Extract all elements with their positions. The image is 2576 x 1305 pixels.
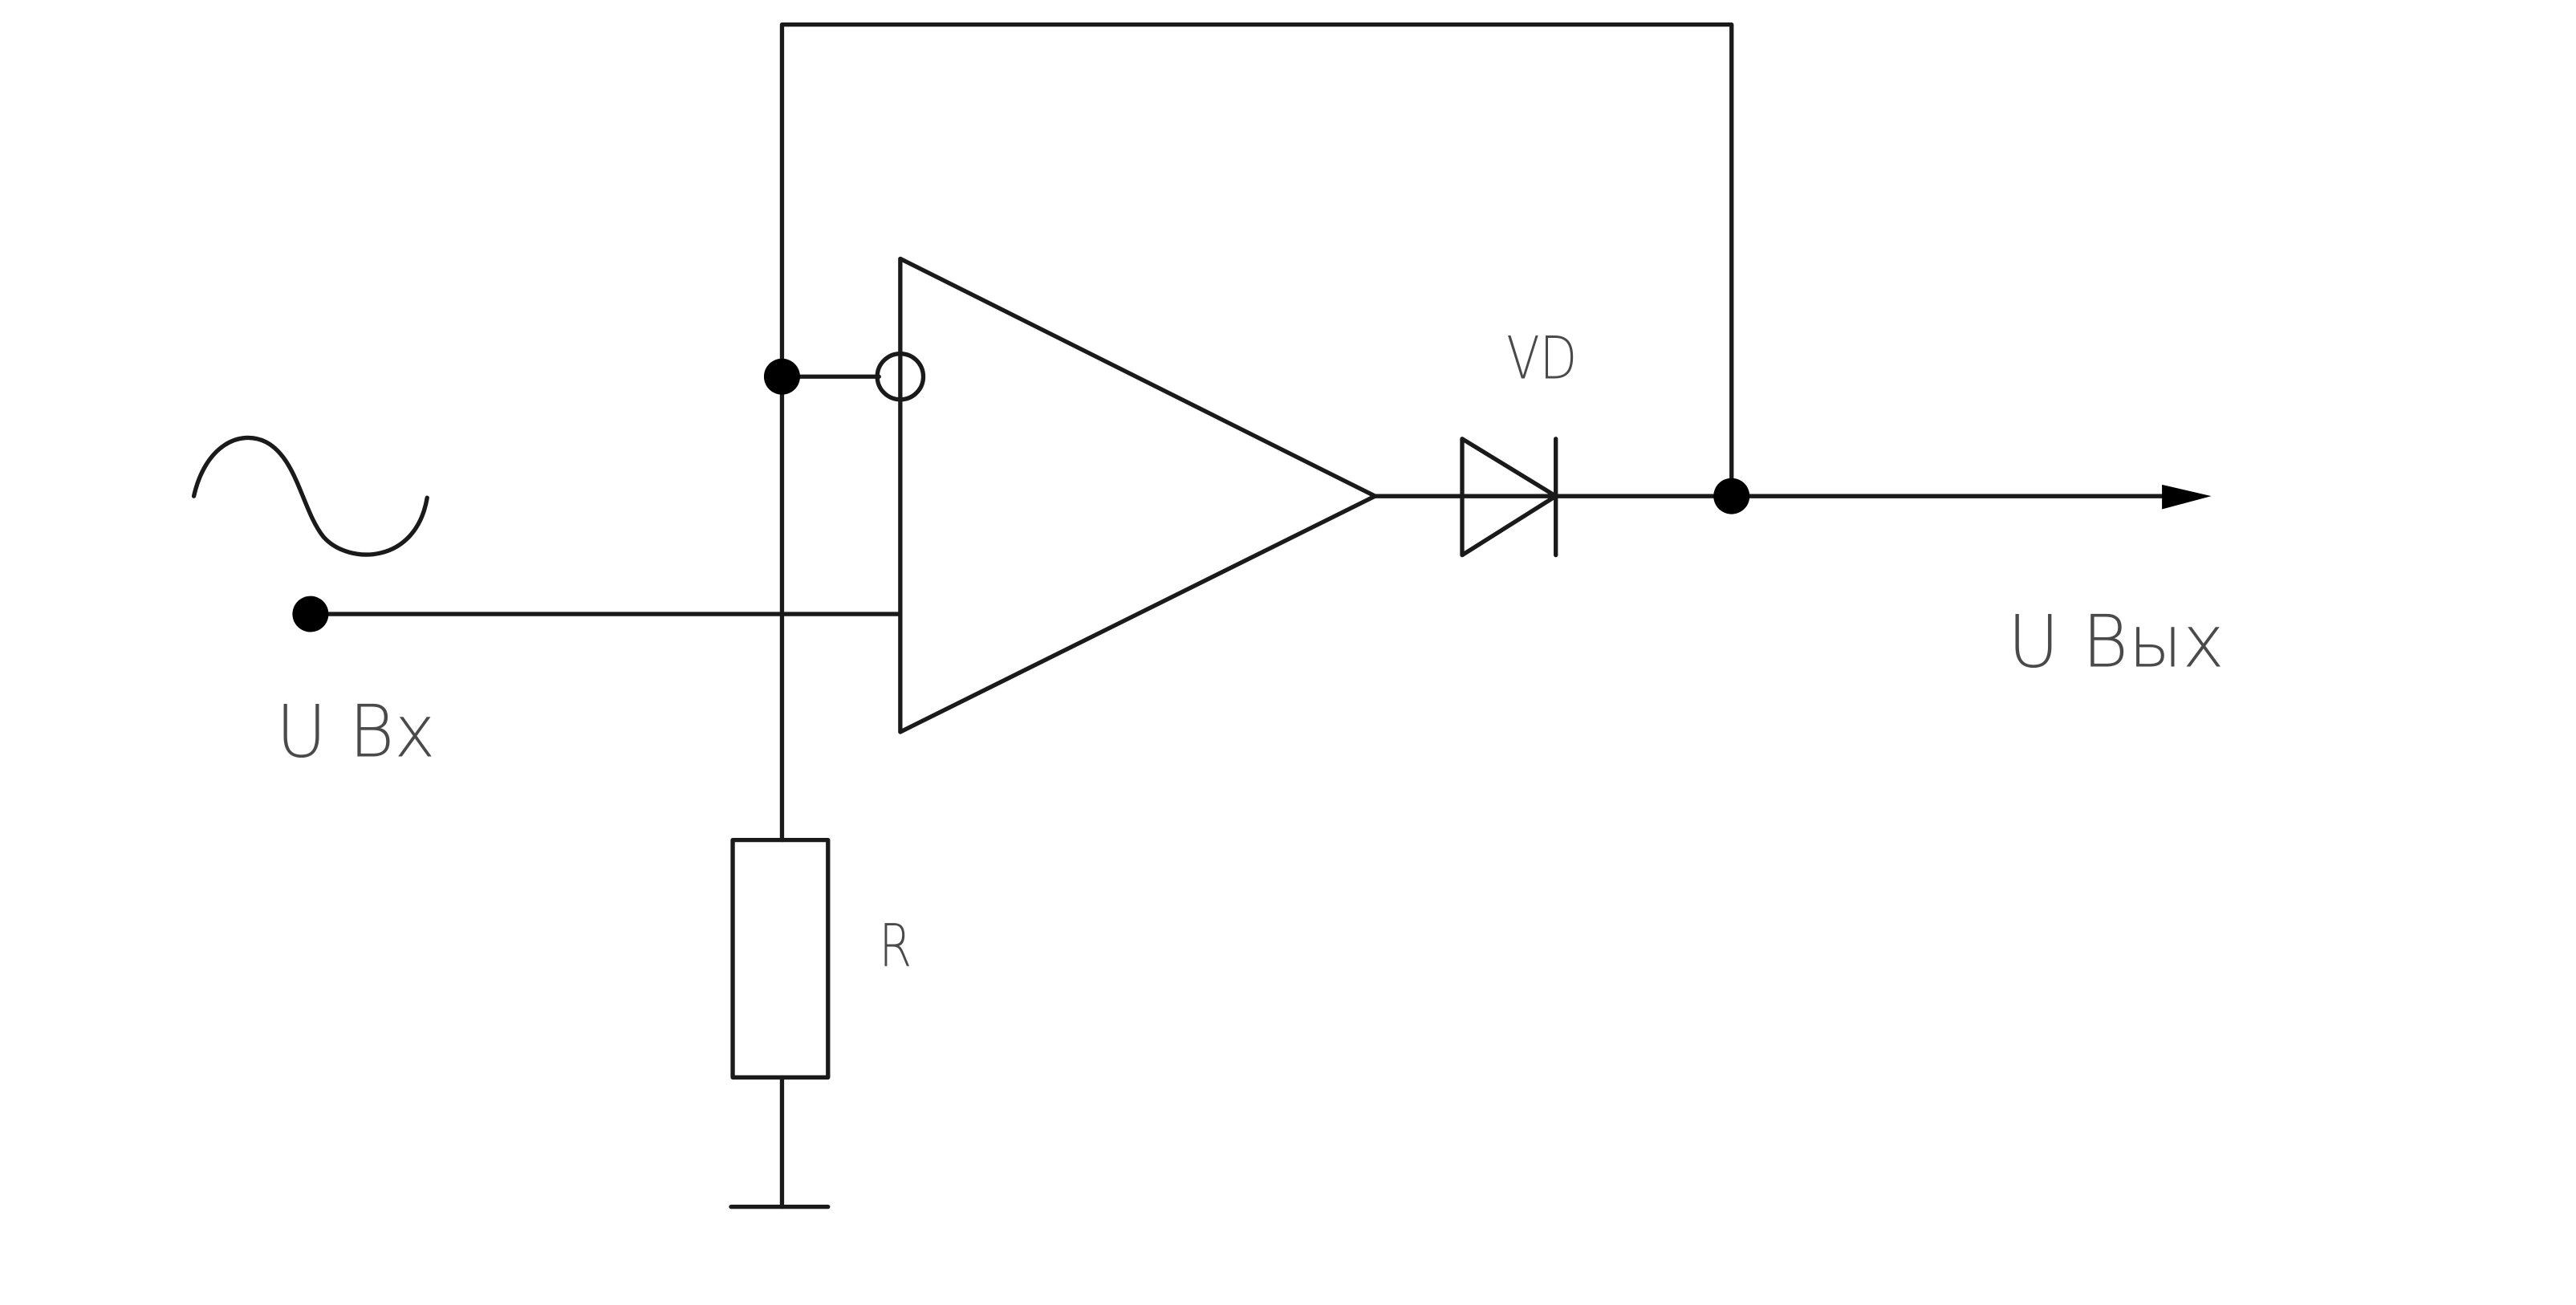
feedback-wire bbox=[779, 22, 1734, 498]
input-voltage-label: U Bx bbox=[276, 691, 436, 774]
inverting-input-circle bbox=[875, 352, 926, 402]
output-arrow-icon bbox=[2162, 484, 2212, 510]
junction-node-output bbox=[1713, 478, 1750, 514]
resistor-label: R bbox=[879, 913, 912, 981]
ac-source-sine-icon bbox=[191, 435, 429, 557]
op-amp bbox=[898, 256, 1378, 734]
output-voltage-label: U Bых bbox=[2008, 600, 2225, 684]
resistor-r bbox=[730, 837, 831, 1080]
diode-vd bbox=[1460, 437, 1558, 558]
input-terminal-node bbox=[292, 596, 329, 632]
junction-node-inverting bbox=[763, 358, 800, 395]
diode-label: VD bbox=[1506, 324, 1577, 392]
